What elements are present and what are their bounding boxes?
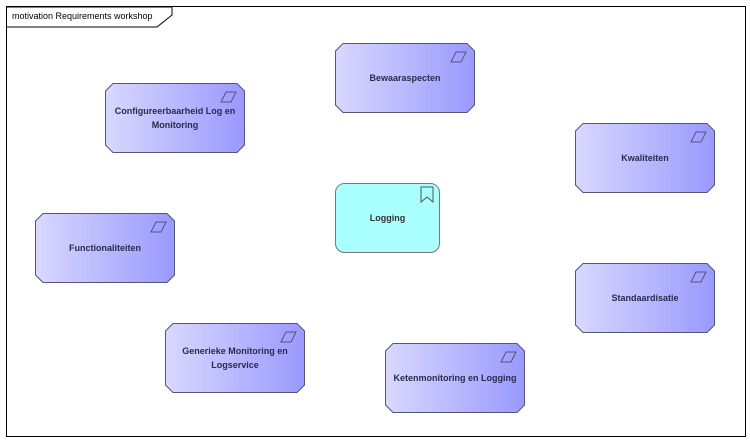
driver-logging[interactable]: Logging [335, 183, 440, 253]
frame-tab-outline [7, 7, 173, 28]
requirement-shape [105, 83, 245, 153]
frame-tab: motivation Requirements workshop [7, 7, 177, 29]
requirement-label: Functionaliteiten [69, 243, 141, 253]
requirement-label: Bewaaraspecten [369, 73, 441, 83]
requirement-icon [690, 271, 707, 283]
requirement-icon [150, 221, 167, 233]
driver-label: Logging [369, 213, 406, 223]
requirement-ketenmonitoring[interactable]: Ketenmonitoring en Logging [385, 343, 525, 413]
requirement-shape [165, 323, 305, 393]
requirement-label: Ketenmonitoring en Logging [393, 373, 517, 383]
frame-title: motivation Requirements workshop [12, 11, 153, 21]
requirement-shape [575, 263, 715, 333]
requirement-icon [690, 131, 707, 143]
requirement-generieke-monitoring[interactable]: Generieke Monitoring en Logservice [165, 323, 305, 393]
driver-shape [335, 183, 440, 253]
requirement-shape [385, 343, 525, 413]
requirement-label: Generieke Monitoring en Logservice [182, 346, 288, 370]
requirement-bewaaraspecten[interactable]: Bewaaraspecten [335, 43, 475, 113]
requirement-functionaliteiten[interactable]: Functionaliteiten [35, 213, 175, 283]
bookmark-icon [420, 186, 434, 204]
requirement-shape [575, 123, 715, 193]
requirement-kwaliteiten[interactable]: Kwaliteiten [575, 123, 715, 193]
requirement-icon [450, 51, 467, 63]
requirement-label: Configureerbaarheid Log en Monitoring [114, 106, 236, 130]
requirement-configureerbaarheid[interactable]: Configureerbaarheid Log en Monitoring [105, 83, 245, 153]
requirement-icon [500, 351, 517, 363]
requirement-shape [35, 213, 175, 283]
requirement-icon [220, 91, 237, 103]
requirement-label: Standaardisatie [611, 293, 679, 303]
requirement-standaardisatie[interactable]: Standaardisatie [575, 263, 715, 333]
requirement-icon [280, 331, 297, 343]
requirement-shape [335, 43, 475, 113]
requirement-label: Kwaliteiten [621, 153, 669, 163]
